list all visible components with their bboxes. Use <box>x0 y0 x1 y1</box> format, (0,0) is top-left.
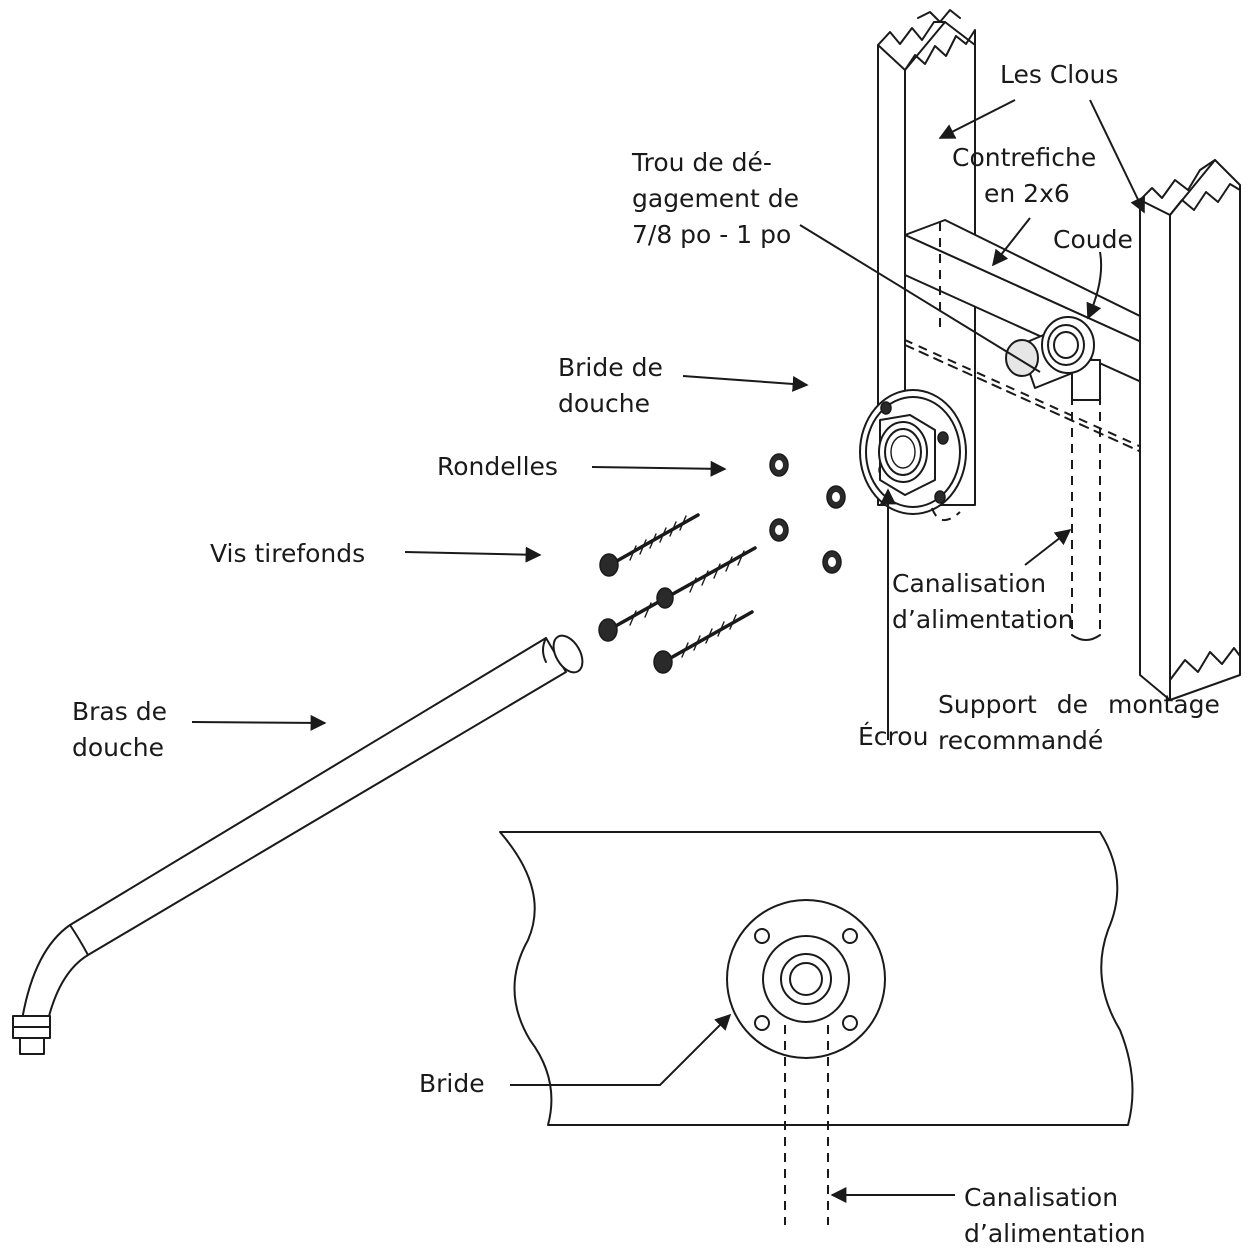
right-stud <box>1139 159 1241 701</box>
washer-1 <box>769 453 789 477</box>
label-nails: Les Clous <box>1000 60 1119 89</box>
label-supply-line-top: Canalisation d’alimentation <box>892 569 1074 634</box>
label-flange-bottom: Bride <box>419 1069 485 1098</box>
flange-front-view <box>726 899 886 1225</box>
washer-3 <box>769 518 789 542</box>
lag-screw-3 <box>653 610 754 674</box>
shower-arm <box>12 634 584 1055</box>
lag-screws <box>598 513 757 674</box>
label-lag-screws: Vis tirefonds <box>210 539 366 568</box>
label-shower-arm: Bras de douche <box>72 697 167 762</box>
screws-arrow <box>404 546 542 563</box>
brace-arrow <box>992 217 1031 267</box>
label-supply-line-bottom: Canalisation d’alimentation <box>964 1183 1146 1248</box>
wall-section <box>499 831 1134 1126</box>
flange-arrow <box>682 375 809 392</box>
washer-2 <box>826 485 846 509</box>
washers-arrow <box>591 460 727 477</box>
lag-screw-2 <box>598 546 757 642</box>
label-washers: Rondelles <box>437 452 558 481</box>
label-nut: Écrou <box>858 722 929 751</box>
nails-arrow-right <box>1089 99 1145 214</box>
washer-4 <box>822 550 842 574</box>
label-mounting-support: Support de montage recommandé <box>938 690 1220 755</box>
arm-arrow <box>191 714 327 731</box>
nails-arrow-left <box>938 99 1016 139</box>
flange-bottom-arrow <box>510 1013 732 1086</box>
elbow-arrow <box>1086 251 1103 320</box>
lag-screw-1 <box>599 513 700 577</box>
elbow-fitting <box>1005 316 1101 641</box>
label-brace: Contrefiche en 2x6 <box>952 143 1097 208</box>
label-elbow: Coude <box>1053 225 1133 254</box>
supply-top-arrow <box>1024 529 1072 566</box>
label-clearance-hole: Trou de dé- gagement de 7/8 po - 1 po <box>632 148 800 249</box>
washers <box>769 453 846 574</box>
hole-leader <box>799 224 1041 373</box>
leader-lines <box>191 99 1145 1203</box>
label-shower-flange: Bride de douche <box>558 353 663 418</box>
shower-flange-3d <box>859 389 967 521</box>
